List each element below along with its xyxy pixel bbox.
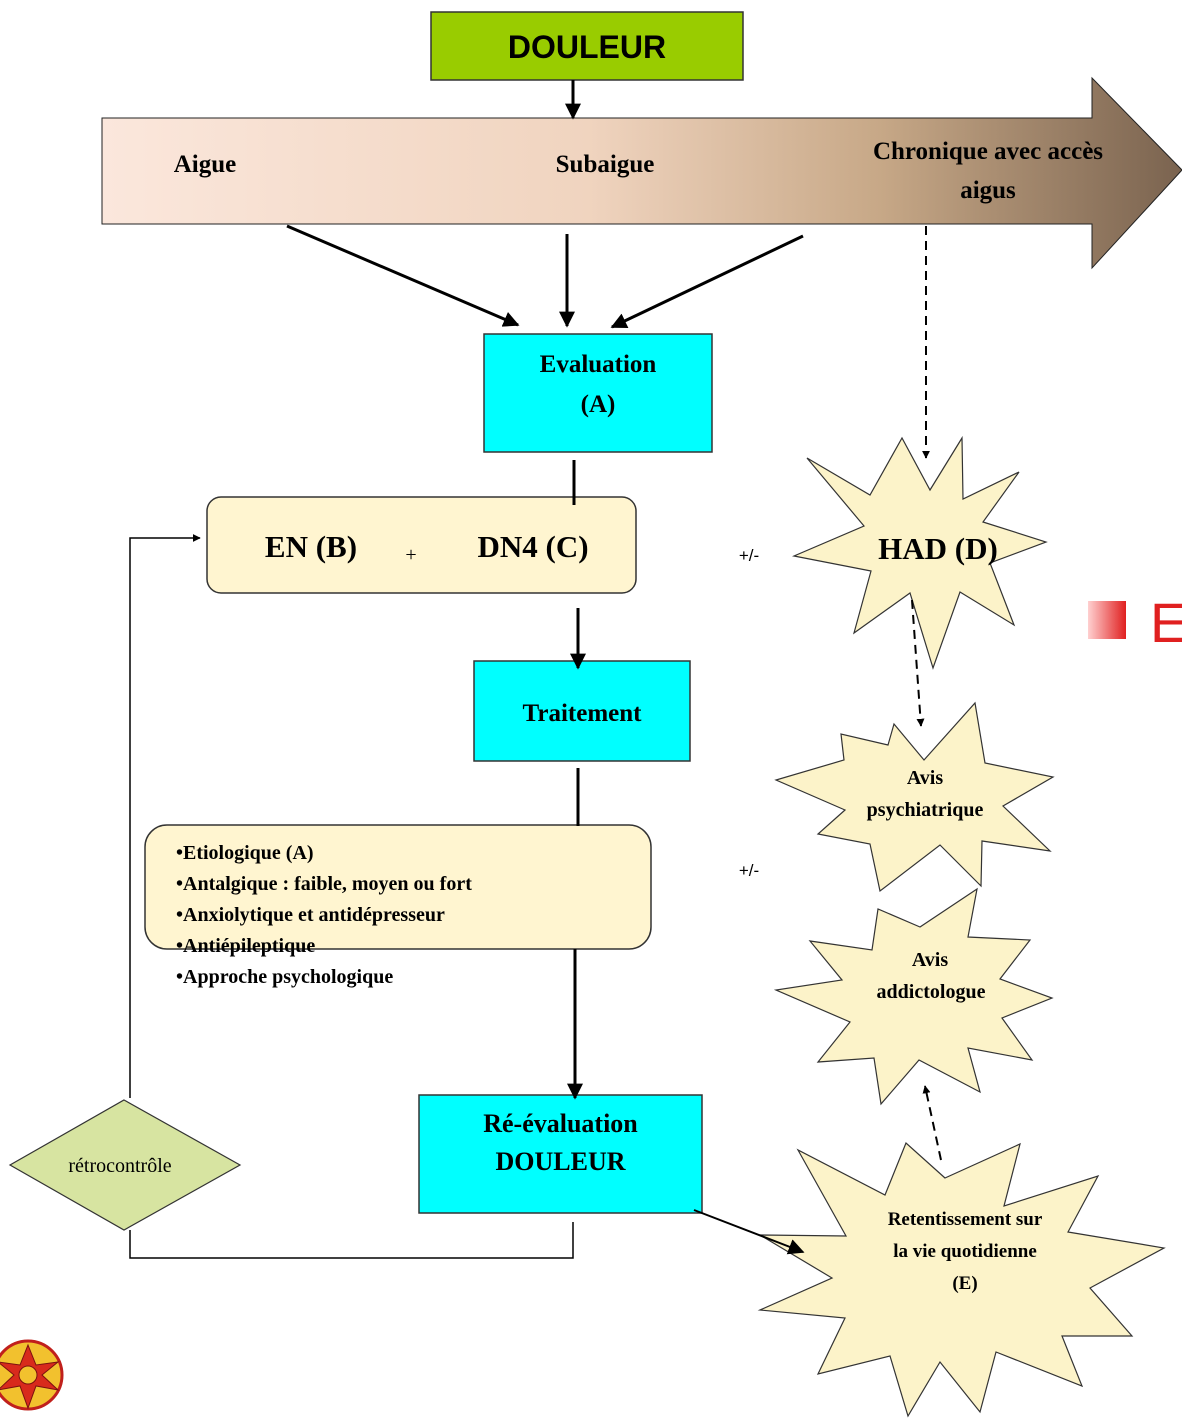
toulouse-cross-logo [0,1339,64,1411]
reevaluation-label-line2: DOULEUR [495,1147,626,1176]
douleur-title-box [430,11,744,81]
dn4-scale-label: DN4 (C) [477,529,589,564]
addictology-label-line1: Avis [911,949,949,971]
had-star [791,435,1048,670]
scales-box [206,496,637,594]
treatment-list-box [144,824,652,950]
red-bullet [1088,601,1126,639]
psychiatric-label-line2: psychiatrique [866,799,984,821]
treatment-item-anxiolytic: •Anxiolytique et antidépresseur [176,904,445,926]
phase-subacute-label: Subaigue [555,151,655,178]
addictology-label-line2: addictologue [876,981,986,1003]
impact-label-line2: la vie quotidienne [893,1241,1037,1262]
en-scale-label: EN (B) [264,529,358,564]
impact-label-line1: Retentissement sur [887,1209,1043,1230]
phase-chronic-label-line1: Chronique avec accès [872,138,1104,165]
evaluation-label-line2: (A) [580,391,616,418]
treatment-box [473,660,691,762]
arrow-acute-to-evaluation [286,224,520,327]
plus-sign: + [405,544,417,566]
psychiatric-star [774,701,1055,893]
treatment-item-psychological: •Approche psychologique [176,966,394,988]
timeline-arrow [101,76,1182,270]
treatment-item-analgesic: •Antalgique : faible, moyen ou fort [176,873,472,895]
feedback-loop-arrow [129,534,201,1098]
dashed-arrow-impact-to-addictology [922,1085,942,1161]
had-label: HAD (D) [878,531,998,566]
psychiatric-label-line1: Avis [906,767,944,789]
treatment-item-antiepileptic: •Antiépileptique [176,935,316,957]
douleur-title: DOULEUR [507,29,667,65]
treatment-item-etiologic: •Etiologique (A) [176,842,314,864]
arrow-chronic-to-evaluation [610,234,804,329]
reevaluation-label-line1: Ré-évaluation [483,1109,638,1138]
phase-acute-label: Aigue [173,151,237,178]
dashed-arrow-had-to-psychiatric [911,599,925,727]
edge-fragment-letter: E [1150,591,1182,654]
reevaluation-box [418,1094,703,1214]
evaluation-box [483,333,713,453]
impact-label-line3: (E) [952,1273,978,1294]
addictology-star [773,887,1054,1106]
plus-minus-label-1: +/- [738,546,760,565]
plus-minus-label-2: +/- [738,861,760,880]
impact-star [757,1141,1166,1418]
evaluation-label-line1: Evaluation [539,351,657,378]
feedback-loop-line [129,1222,574,1259]
feedback-label: rétrocontrôle [68,1155,172,1177]
feedback-diamond [8,1099,242,1231]
treatment-label: Traitement [522,700,642,727]
arrow-reevaluation-to-impact [693,1209,805,1255]
phase-chronic-label-line2: aigus [960,177,1016,204]
